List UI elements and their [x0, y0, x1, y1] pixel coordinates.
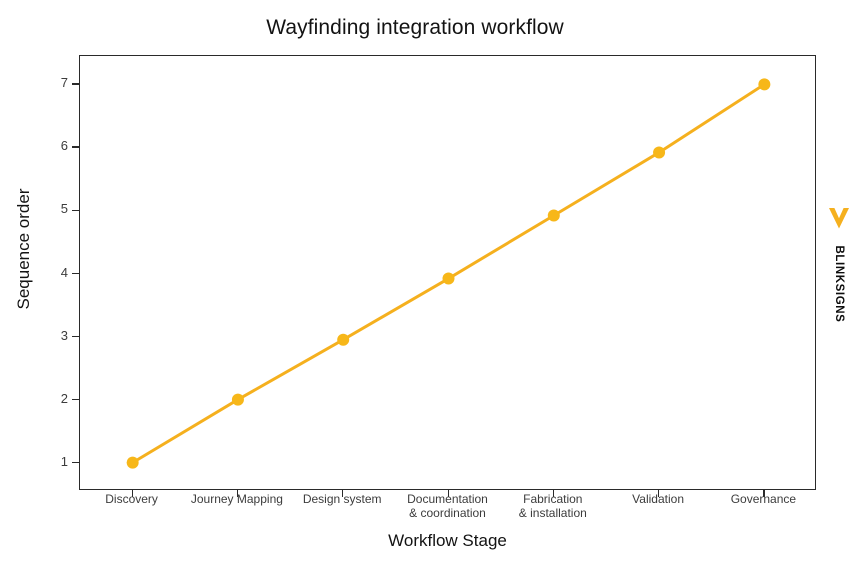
chevron-down-icon [829, 208, 849, 229]
x-tick-label-line: Validation [632, 492, 684, 506]
y-tick-label: 4 [60, 264, 68, 280]
y-tick-label: 3 [60, 327, 68, 343]
y-tick-label: 7 [60, 75, 68, 91]
page-title: Wayfinding integration workflow [266, 16, 564, 39]
x-tick-label-line: Governance [730, 492, 797, 506]
x-tick-label: Validation [583, 492, 733, 506]
data-point [547, 209, 560, 222]
y-tick-mark [72, 272, 79, 274]
x-tick-label: Documentation& coordination [373, 492, 523, 520]
y-tick-label: 6 [60, 138, 68, 154]
y-tick-mark [72, 335, 79, 337]
data-point [653, 146, 666, 159]
x-tick-label-line: Fabrication [523, 492, 583, 506]
x-tick-mark [236, 490, 239, 497]
y-tick-mark [72, 146, 79, 148]
data-point [442, 272, 455, 285]
x-tick-label-line: Documentation [407, 492, 488, 506]
series-markers [126, 78, 771, 469]
x-tick-label: Governance [688, 492, 838, 506]
y-tick-mark [72, 398, 79, 400]
y-tick-mark [72, 461, 79, 463]
x-tick-mark [447, 490, 449, 497]
x-tick-mark [131, 490, 133, 497]
y-tick-label: 1 [60, 453, 68, 469]
y-tick-label: 2 [60, 390, 68, 406]
x-tick-label-line: Discovery [105, 492, 158, 506]
x-tick-label: Design system [267, 492, 417, 506]
x-tick-label: Fabrication& installation [478, 492, 628, 520]
plot-area [79, 55, 816, 490]
x-axis-title: Workflow Stage [388, 531, 507, 550]
y-tick-mark [72, 83, 79, 85]
brand-watermark: BLINKSIGNS [822, 200, 856, 360]
line-chart-svg [126, 78, 771, 469]
x-tick-label: Discovery [57, 492, 207, 506]
y-tick-label: 5 [60, 201, 68, 217]
x-tick-label-line: Journey Mapping [190, 492, 283, 506]
y-tick-mark [72, 209, 79, 211]
x-tick-label-line: Design system [302, 492, 382, 506]
brand-name: BLINKSIGNS [833, 245, 845, 323]
x-tick-label-line: & coordination [409, 506, 486, 520]
data-point [337, 333, 350, 346]
y-axis-title: Sequence order [14, 188, 33, 310]
x-tick-label: Journey Mapping [162, 492, 312, 506]
data-point [758, 78, 771, 91]
x-tick-mark [658, 490, 660, 497]
x-tick-label-line: & installation [518, 506, 587, 520]
x-tick-mark [342, 490, 344, 497]
x-tick-mark [763, 490, 765, 497]
data-point [126, 456, 139, 469]
x-tick-mark [552, 490, 555, 497]
data-point [231, 393, 244, 406]
